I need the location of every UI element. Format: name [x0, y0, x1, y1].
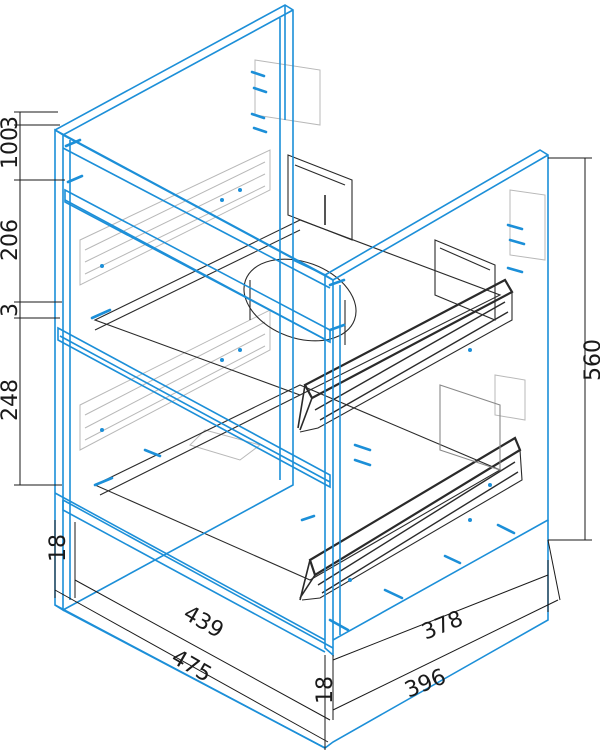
dimension-lines [14, 111, 592, 750]
dim-gap: 3 [0, 303, 23, 317]
dim-drawer-upper: 206 [0, 219, 23, 261]
dim-outer-depth: 396 [401, 665, 449, 704]
hidden-hardware [79, 59, 546, 461]
dim-inner-width: 439 [179, 601, 228, 644]
dim-inner-depth: 378 [418, 607, 466, 646]
drawer-hardware [93, 154, 523, 601]
dim-top-small: 3 [0, 116, 23, 130]
fitting-dots [100, 188, 492, 582]
dim-height-right: 560 [581, 339, 600, 381]
frame-fittings [64, 70, 526, 632]
cabinet-frame [54, 4, 549, 749]
dim-outer-width: 475 [167, 645, 216, 688]
dim-drawer-lower: 248 [0, 379, 23, 421]
dim-side-thickness: 18 [313, 676, 338, 704]
dim-plinth: 18 [46, 534, 71, 562]
dim-top-frame: 100 [0, 127, 23, 169]
